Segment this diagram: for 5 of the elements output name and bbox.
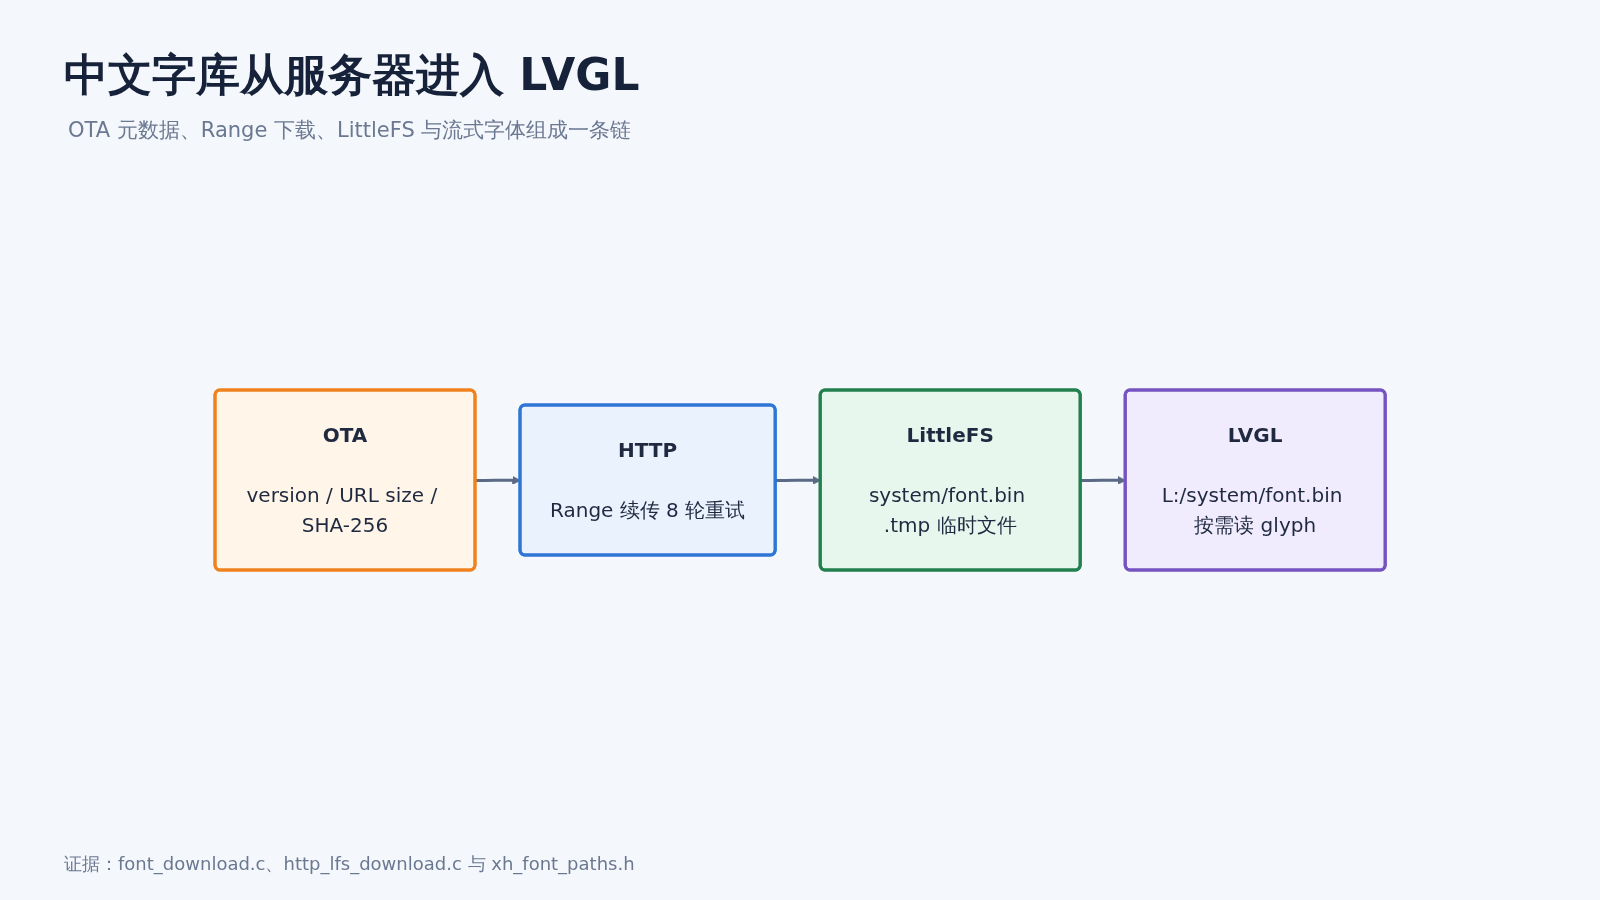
arrow <box>1080 475 1126 485</box>
subtitle: OTA 元数据、Range 下载、LittleFS 与流式字体组成一条链 <box>68 117 632 144</box>
arrow <box>775 475 821 485</box>
caption: 证据：font_download.c、http_lfs_download.c 与 xh_font_paths.h <box>64 852 635 876</box>
diagram-title: 中文字库从服务器进入 LVGL <box>64 48 640 102</box>
